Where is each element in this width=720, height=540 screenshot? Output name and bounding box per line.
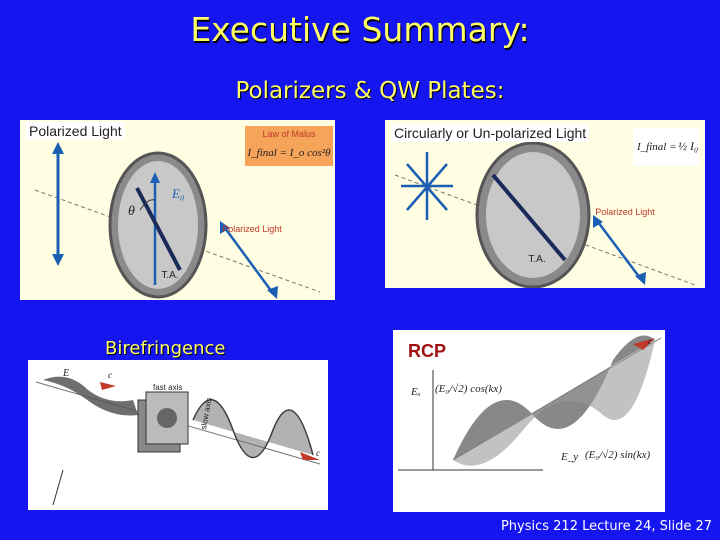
e-label: E [62, 368, 69, 379]
intensity-rhs: ½ I₀ [678, 139, 698, 153]
slide-title: Executive Summary: [190, 10, 530, 49]
e0-label: E₀ [171, 186, 184, 201]
rcp-label: RCP [408, 341, 447, 361]
slide-subtitle: Polarizers & QW Plates: [235, 78, 505, 104]
rcp-panel: c Eₓ (E₀/√2) cos(kx) E_y (E₀/√2) sin(kx)… [393, 330, 665, 512]
c-label-out: c [316, 448, 320, 458]
birefringence-panel: E c c fast axis slow axis [28, 360, 328, 510]
unpolarized-star [401, 152, 453, 220]
ex-formula: (E₀/√2) cos(kx) [435, 383, 502, 395]
malus-title: Law of Malus [262, 129, 316, 139]
transmission-axis-label: T.A. [528, 254, 545, 265]
rcp-diagram: c Eₓ (E₀/√2) cos(kx) E_y (E₀/√2) sin(kx) [398, 335, 662, 471]
fast-axis-label: fast axis [153, 383, 182, 392]
unpolarized-light-panel: I_final = ½ I₀ Polarized Light T.A. Circ… [385, 120, 705, 288]
ey-label: E_y [560, 451, 578, 463]
malus-formula: I_final = I_o cos²θ [246, 147, 331, 159]
rcp-c-label: c [648, 336, 652, 346]
ey-formula: (E₀/√2) sin(kx) [585, 449, 650, 461]
polarized-light-panel: Law of Malus I_final = I_o cos²θ Polariz… [20, 120, 335, 300]
polarized-light-label: Polarized Light [26, 122, 125, 140]
ex-label: Eₓ [410, 386, 421, 398]
polarized-light-caption: Polarized Light [222, 224, 282, 234]
birefringence-diagram: E c c fast axis slow axis [35, 368, 321, 506]
theta-label: θ [128, 204, 135, 219]
slide-footer: Physics 212 Lecture 24, Slide 27 [500, 519, 712, 534]
circular-light-label: Circularly or Un-polarized Light [391, 124, 590, 142]
birefringence-label: Birefringence [105, 338, 226, 359]
intensity-lhs: I_final = [636, 141, 677, 153]
transmission-axis-label: T.A. [161, 270, 178, 281]
polarizer-diagram: Law of Malus I_final = I_o cos²θ Polariz… [34, 126, 333, 299]
unpolarized-diagram: I_final = ½ I₀ Polarized Light T.A. [394, 128, 699, 288]
c-label-in: c [108, 370, 112, 380]
polarized-light-caption: Polarized Light [595, 207, 655, 217]
